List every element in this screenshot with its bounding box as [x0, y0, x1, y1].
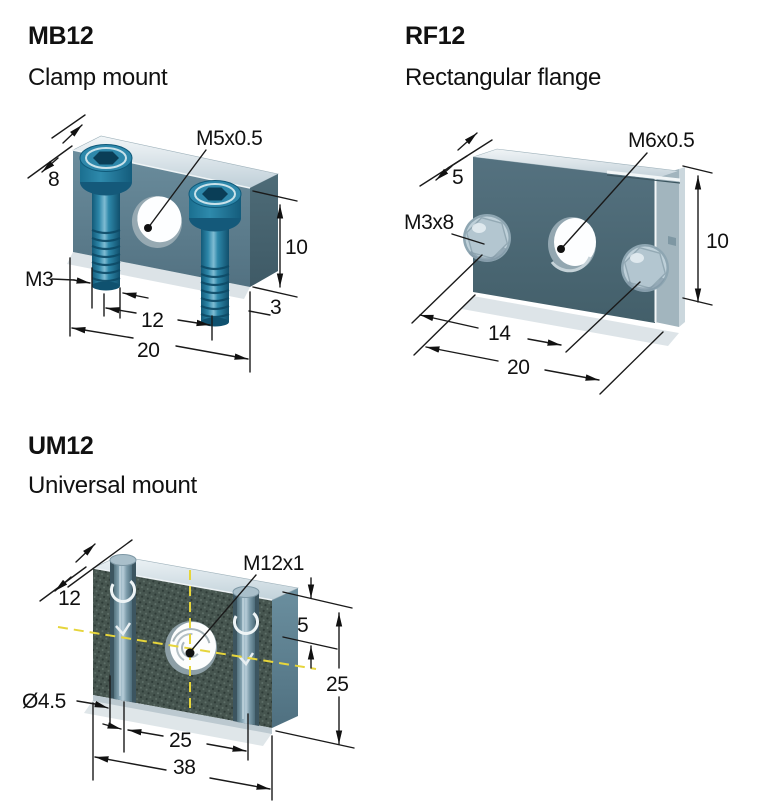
mb12-dim-width: 20: [69, 257, 251, 373]
rf12-dim-hole-spacing: 14: [411, 254, 641, 353]
rf12-drawing: 5 M6x0.5 M3x8 10 14: [404, 129, 729, 395]
right-screw-hex-socket: [202, 187, 228, 201]
rf12-subtitle: Rectangular flange: [405, 64, 602, 91]
dim-label-center-thread: M6x0.5: [628, 129, 694, 152]
mb12-dim-depth: 8: [27, 114, 86, 191]
right-counterbore: [233, 609, 259, 635]
right-slot-screw: [237, 594, 255, 725]
dim-label-slot-offset: 5: [297, 614, 308, 637]
dim-label-center-thread: M12x1: [243, 552, 304, 575]
um12-dim-depth: 12: [39, 539, 133, 610]
left-screw-hex-socket: [93, 151, 119, 165]
dim-label-width: 20: [137, 339, 160, 362]
centerline-horizontal: [57, 626, 317, 670]
um12-dim-width: 38: [92, 702, 273, 801]
left-screw-rim: [85, 147, 127, 169]
rf12-left-screw: [463, 214, 511, 262]
mb12-subtitle: Clamp mount: [28, 64, 168, 91]
um12-shadow: [84, 700, 272, 746]
left-counterbore: [110, 577, 136, 603]
right-screw-glint: [630, 253, 644, 263]
dim-label-width: 20: [507, 356, 530, 379]
um12-center-hole: [165, 621, 217, 675]
mb12-dim-screw-thread: M3: [25, 267, 149, 319]
leader-dot: [557, 245, 565, 253]
dim-label-depth: 12: [58, 587, 81, 610]
um12-left-slot: [109, 554, 137, 703]
rf12-right-screw: [621, 244, 669, 292]
um12-right-slot: [232, 586, 260, 726]
dim-label-depth: 5: [452, 166, 463, 189]
plate-edge-notch: [668, 236, 676, 246]
rf12-title: RF12: [405, 22, 465, 50]
mb12-left-screw: [79, 144, 133, 291]
plate-back-strip: [655, 169, 679, 327]
dim-label-screw-spacing: 12: [141, 309, 164, 332]
right-slot-cap: [232, 586, 260, 598]
mb12-dim-base-offset: 3: [248, 296, 282, 319]
um12-subtitle: Universal mount: [28, 472, 197, 499]
rf12-dim-screw: M3x8: [404, 211, 485, 245]
block-right-face: [272, 588, 298, 728]
dim-label-hole-spacing: 14: [488, 322, 511, 345]
leader-dot: [185, 648, 195, 658]
mb12-dim-screw-spacing: 12: [103, 293, 213, 341]
plate-groove: [606, 170, 681, 182]
um12-dim-slot-spacing: 25: [127, 713, 249, 761]
dim-label-slot-diameter: Ø4.5: [22, 690, 66, 713]
block-bottom-lip: [93, 695, 272, 734]
mb12-title: MB12: [28, 22, 94, 50]
dim-label-screw-thread: M3: [25, 268, 53, 291]
um12-dim-height: 25: [275, 612, 355, 749]
dim-label-depth: 8: [48, 168, 59, 191]
right-screw-threads: [200, 264, 230, 319]
rf12-dim-depth: 5: [419, 132, 493, 189]
rf12-dim-height: 10: [682, 165, 729, 306]
rf12-shadow: [462, 296, 679, 346]
rf12-dim-width: 20: [413, 294, 664, 395]
dim-label-height: 25: [326, 673, 349, 696]
plate-groove-shadow: [606, 174, 681, 184]
dim-label-screw: M3x8: [404, 211, 454, 234]
dim-label-center-thread: M5x0.5: [196, 127, 262, 150]
rf12-center-hole: [548, 217, 596, 273]
left-thread-glint: [115, 622, 132, 637]
um12-dim-slot-diameter: Ø4.5: [22, 675, 125, 753]
mb12-drawing: 8 M5x0.5 M3 12: [25, 114, 308, 373]
right-screw-rim: [194, 183, 236, 205]
mb12-dim-center-thread: M5x0.5: [144, 127, 263, 232]
dim-label-height: 10: [285, 236, 308, 259]
um12-dim-center-thread: M12x1: [185, 552, 304, 658]
mb12-right-screw: [188, 180, 242, 327]
block-right-face: [250, 174, 278, 287]
left-screw-glint: [472, 223, 486, 233]
dim-label-base-offset: 3: [270, 296, 281, 319]
um12-centerlines: [57, 570, 317, 709]
um12-dim-slot-offset: 5: [282, 577, 353, 669]
leader-dot: [144, 224, 152, 232]
rf12-dim-center-thread: M6x0.5: [557, 129, 695, 253]
mb12-dim-height: 10: [252, 190, 308, 298]
um12-title: UM12: [28, 432, 94, 460]
dim-label-height: 10: [706, 230, 729, 253]
left-screw-threads: [91, 228, 121, 283]
plate-back-strip-2: [679, 167, 685, 327]
dim-label-width: 38: [173, 756, 196, 779]
dim-label-slot-spacing: 25: [169, 729, 192, 752]
right-thread-glint: [238, 652, 255, 667]
left-slot-cap: [109, 554, 137, 566]
um12-drawing: 12 M12x1 5 25 Ø4.5: [22, 539, 355, 801]
